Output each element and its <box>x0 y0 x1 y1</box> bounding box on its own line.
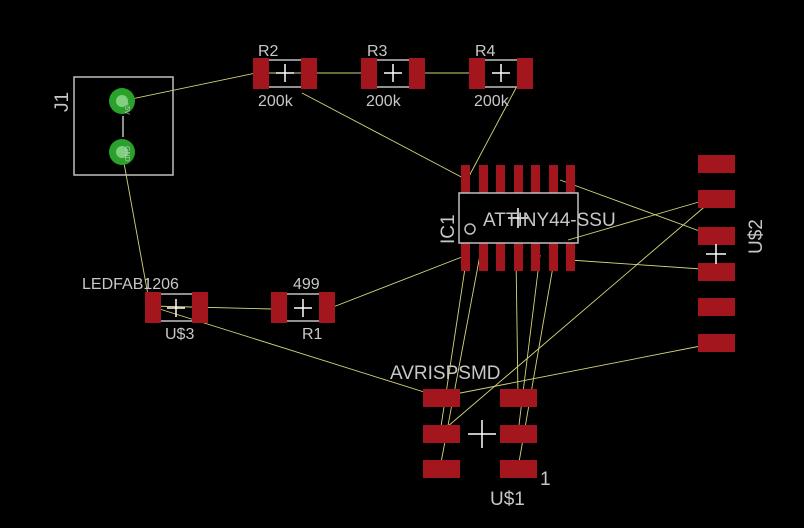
part-r4[interactable]: R4 200k <box>469 43 533 110</box>
r3-name-label: R3 <box>367 43 388 60</box>
r3-pad-2[interactable] <box>409 58 425 89</box>
u3-name-label: U$3 <box>165 326 194 343</box>
r4-pad-1[interactable] <box>469 58 485 89</box>
u1-pad-1[interactable] <box>500 460 537 478</box>
u2-pad-2[interactable] <box>698 190 735 208</box>
u1-pad-5[interactable] <box>500 389 537 407</box>
u1-pad-3[interactable] <box>500 425 537 443</box>
u2-pad-6[interactable] <box>698 334 735 352</box>
ic1-bottom-pads <box>461 243 575 271</box>
r3-pad-1[interactable] <box>361 58 377 89</box>
ic1-pin1-marker <box>464 223 476 235</box>
part-u3[interactable]: LEDFAB1206 U$3 <box>82 276 208 343</box>
r4-value-label: 200k <box>474 93 510 110</box>
part-u2[interactable]: U$2 <box>698 155 767 352</box>
part-ic1[interactable]: ATTINY44-SSU IC1 <box>438 165 616 271</box>
j1-name-label: J1 <box>52 92 73 112</box>
r2-name-label: R2 <box>258 43 279 60</box>
u1-pad-4[interactable] <box>423 425 460 443</box>
ic1-top-pads <box>461 165 575 193</box>
ic1-outline <box>458 192 579 244</box>
r2-pad-2[interactable] <box>301 58 317 89</box>
airwires <box>121 72 717 469</box>
r1-name-label: R1 <box>302 326 323 343</box>
r4-pad-2[interactable] <box>517 58 533 89</box>
part-r2[interactable]: R2 200k <box>253 43 317 110</box>
u1-name-label: U$1 <box>490 489 525 510</box>
ic1-value-label: ATTINY44-SSU <box>483 210 616 231</box>
r1-pad-1[interactable] <box>271 292 287 323</box>
r1-value-label: 499 <box>293 276 320 293</box>
part-r1[interactable]: 499 R1 <box>271 276 335 343</box>
u2-pad-5[interactable] <box>698 298 735 316</box>
part-r3[interactable]: R3 200k <box>361 43 425 110</box>
r1-pad-2[interactable] <box>319 292 335 323</box>
r2-value-label: 200k <box>258 93 294 110</box>
u1-value-label: AVRISPSMD <box>390 363 501 384</box>
r4-name-label: R4 <box>475 43 496 60</box>
r2-pad-1[interactable] <box>253 58 269 89</box>
u2-name-label: U$2 <box>746 219 767 254</box>
u1-pin1-label: 1 <box>540 469 551 490</box>
j1-pin1-label: +5V <box>123 102 130 115</box>
u2-pad-4[interactable] <box>698 263 735 281</box>
part-u1[interactable]: AVRISPSMD 1 U$1 <box>390 363 551 510</box>
u1-pad-6[interactable] <box>423 389 460 407</box>
r3-value-label: 200k <box>366 93 402 110</box>
part-j1[interactable]: +5V GND J1 <box>52 76 174 176</box>
ic1-name-label: IC1 <box>438 214 459 244</box>
u3-pad-1[interactable] <box>145 292 161 323</box>
u3-value-label: LEDFAB1206 <box>82 276 179 293</box>
u2-pad-3[interactable] <box>698 227 735 245</box>
j1-pin2-label: GND <box>123 146 130 162</box>
j1-outline <box>73 76 174 176</box>
u1-pad-2[interactable] <box>423 460 460 478</box>
u2-pad-1[interactable] <box>698 155 735 173</box>
u3-pad-2[interactable] <box>192 292 208 323</box>
